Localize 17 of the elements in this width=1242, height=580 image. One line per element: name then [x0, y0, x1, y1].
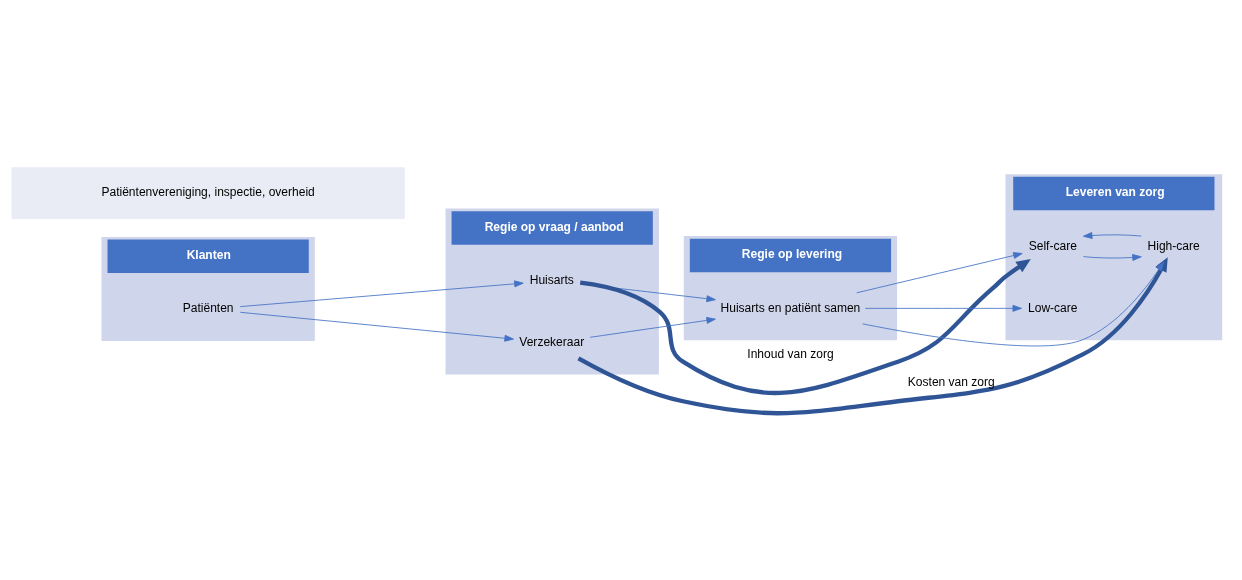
arrow: [864, 304, 1022, 312]
arrow: [862, 261, 1165, 347]
node-text: Huisarts: [529, 273, 574, 288]
arrow: [589, 316, 716, 338]
arrow: [856, 252, 1023, 294]
node-text: Huisarts en patiënt samen: [720, 300, 861, 315]
arrow: [1082, 232, 1142, 239]
node-text: Verzekeraar: [519, 334, 585, 349]
node-text: Low-care: [1028, 300, 1078, 315]
edge-label: Kosten van zorg: [907, 374, 995, 389]
node-text: Self-care: [1028, 238, 1077, 253]
arrow: [239, 311, 514, 342]
arrow: [1082, 254, 1142, 261]
node-text: High-care: [1147, 238, 1200, 253]
node-text: Patiënten: [182, 301, 234, 316]
arrow: [239, 280, 524, 308]
edge-label: Inhoud van zorg: [747, 347, 834, 362]
